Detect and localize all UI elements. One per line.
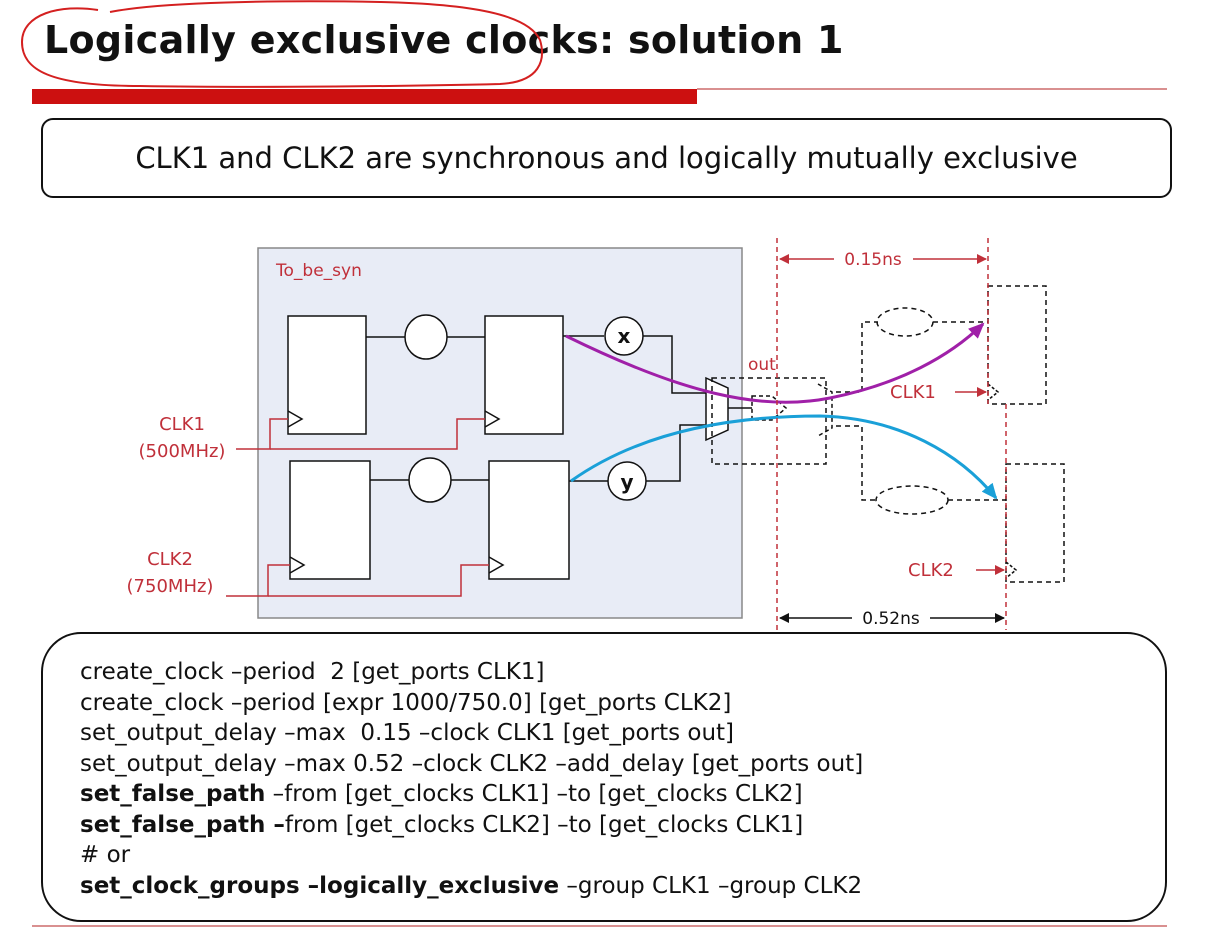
title-underline-bar (32, 89, 697, 104)
code-line-8: set_clock_groups –logically_exclusive –g… (80, 871, 1165, 902)
code-line-8-command: set_clock_groups –logically_exclusive (80, 872, 560, 899)
clk1-label: CLK1 (159, 414, 205, 435)
external-flip-flop-1 (987, 285, 1047, 405)
delay-bottom-label: 0.52ns (862, 609, 920, 629)
code-line-5: set_false_path –from [get_clocks CLK1] –… (80, 779, 1165, 810)
footer-rule (32, 925, 1167, 927)
sdc-code-box: create_clock –period 2 [get_ports CLK1] … (41, 632, 1167, 922)
logic-cloud-2 (408, 457, 452, 503)
external-board-box (711, 377, 827, 465)
mux (705, 376, 729, 442)
code-line-8-args: –group CLK1 –group CLK2 (559, 872, 863, 899)
clock-pin-4 (488, 556, 505, 574)
statement-box: CLK1 and CLK2 are synchronous and logica… (41, 118, 1172, 198)
module-label: To_be_syn (275, 261, 362, 281)
logic-cloud-1 (404, 314, 448, 360)
clock-pin-3 (289, 556, 306, 574)
code-line-5-args: –from [get_clocks CLK1] –to [get_clocks … (265, 781, 803, 807)
external-logic-1 (876, 307, 934, 337)
external-flip-flop-2 (1005, 463, 1065, 583)
code-line-6: set_false_path –from [get_clocks CLK2] –… (80, 810, 1165, 841)
flip-flop-4 (488, 460, 570, 580)
clk1-timing-path (565, 322, 985, 404)
clock-pin-1 (287, 410, 304, 428)
clk2-timing-path (570, 414, 998, 500)
clk2-frequency: (750MHz) (127, 576, 214, 597)
clk1-net (236, 418, 288, 450)
clk2-label: CLK2 (147, 549, 193, 570)
code-line-7: # or (80, 842, 131, 868)
code-line-1: create_clock –period 2 [get_ports CLK1] (80, 659, 545, 685)
code-line-2: create_clock –period [expr 1000/750.0] [… (80, 689, 732, 716)
statement-text: CLK1 and CLK2 are synchronous and logica… (135, 141, 1078, 175)
code-line-6-args: from [get_clocks CLK2] –to [get_clocks C… (284, 811, 804, 838)
node-x-label: x (618, 324, 631, 348)
node-y-label: y (620, 470, 633, 494)
code-line-4: set_output_delay –max 0.52 –clock CLK2 –… (80, 750, 864, 777)
code-line-5-command: set_false_path (80, 781, 266, 807)
external-logic-2 (875, 485, 949, 515)
flip-flop-1 (287, 315, 367, 435)
external-clk1-label: CLK1 (890, 382, 936, 403)
out-label: out (748, 355, 776, 375)
code-line-3: set_output_delay –max 0.15 –clock CLK1 [… (80, 720, 735, 746)
delay-top-label: 0.15ns (844, 250, 902, 270)
clock-pin-2 (484, 410, 501, 428)
clk2-net (226, 564, 290, 597)
clk1-frequency: (500MHz) (139, 441, 226, 462)
code-line-6-command: set_false_path – (80, 811, 285, 838)
flip-flop-2 (484, 315, 564, 435)
title-rule (697, 88, 1167, 90)
external-clk2-label: CLK2 (908, 560, 954, 581)
flip-flop-3 (289, 460, 371, 580)
